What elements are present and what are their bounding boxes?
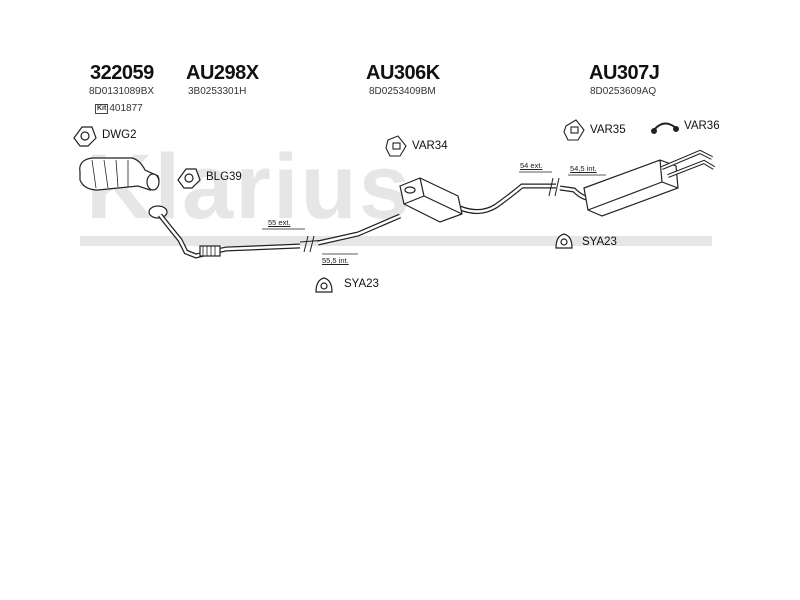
front-pipe (148, 205, 301, 259)
blg39-gasket-icon (177, 168, 201, 189)
fitting-label-var35: VAR35 (590, 124, 626, 136)
middle-silencer-pipe (317, 183, 556, 246)
var34-mounting-icon (385, 135, 407, 157)
part-number: 322059 (90, 62, 154, 84)
oe-number: 8D0253409BM (369, 86, 436, 97)
fitting-label-dwg2: DWG2 (102, 129, 137, 141)
watermark-underline (80, 236, 712, 246)
fitting-label-sya23: SYA23 (344, 278, 379, 290)
sya23-clamp-icon-right (555, 233, 573, 249)
oe-number: 8D0253609AQ (590, 86, 657, 97)
part-number: AU306K (366, 62, 440, 84)
sya23-clamp-icon-left (315, 277, 333, 293)
dimension-label-55-5-int: 55,5 int. (322, 256, 349, 265)
middle-silencer (399, 177, 463, 223)
rear-joint (519, 171, 606, 197)
dwg2-gasket-icon (73, 126, 97, 147)
catalytic-converter (79, 157, 160, 191)
kit-badge: Kit (95, 104, 109, 114)
oe-number: 8D0131089BX (89, 86, 155, 97)
rear-silencer (559, 149, 716, 217)
kit-number: 401877 (109, 103, 143, 114)
fitting-label-blg39: BLG39 (206, 171, 242, 183)
part-number: AU298X (186, 62, 259, 84)
fitting-label-var36: VAR36 (684, 120, 720, 132)
dimension-label-54-ext: 54 ext. (520, 161, 543, 170)
dimension-label-54-5-int: 54,5 int. (570, 164, 597, 173)
var36-hanger-icon (651, 122, 679, 134)
fitting-label-sya23: SYA23 (582, 236, 617, 248)
part-number: AU307J (589, 62, 660, 84)
oe-number: 3B0253301H (188, 86, 247, 97)
fitting-label-var34: VAR34 (412, 140, 448, 152)
klarius-watermark: Klarius (86, 136, 412, 238)
dimension-label-55-ext: 55 ext. (268, 218, 291, 227)
var35-mounting-icon (563, 119, 585, 141)
